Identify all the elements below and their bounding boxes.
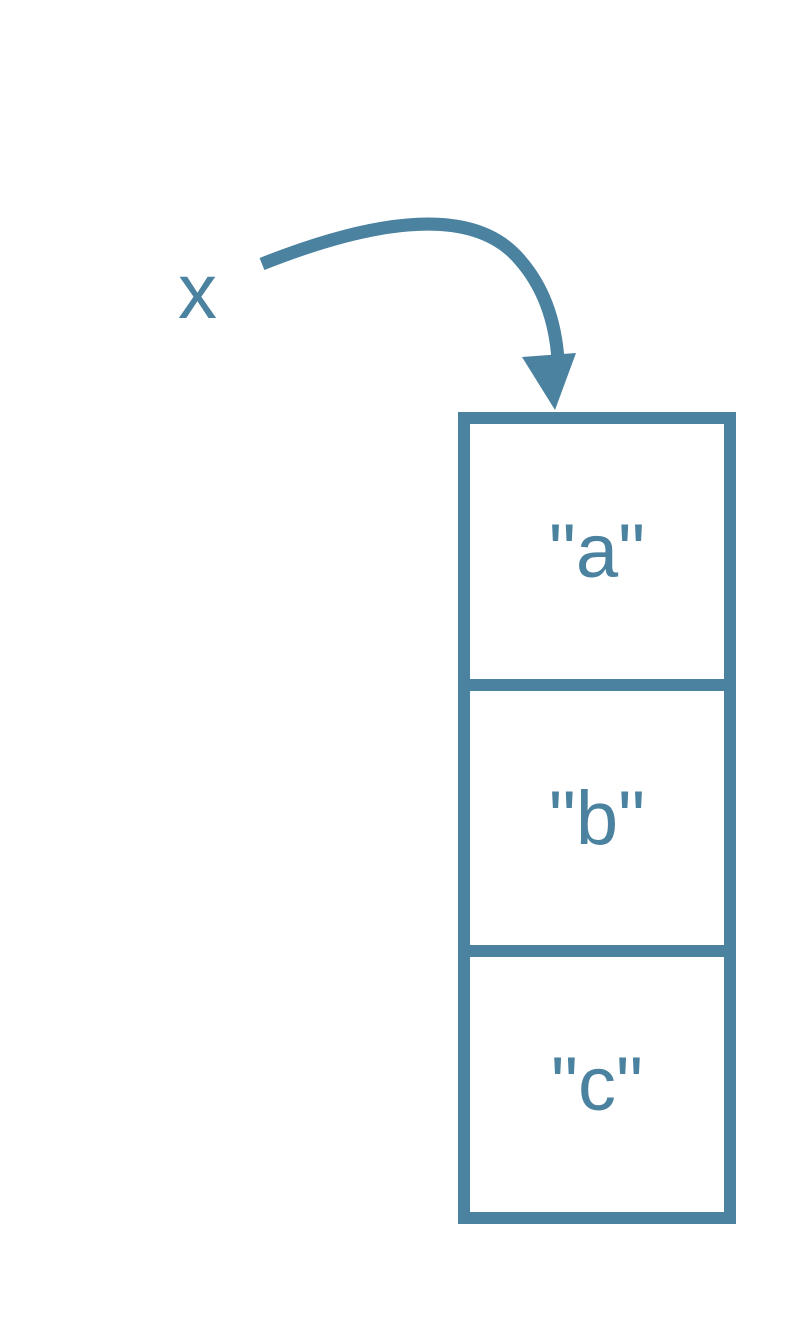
list-cell: "b" bbox=[470, 678, 724, 946]
list-cell-label: "b" bbox=[548, 775, 646, 861]
list-object: "a" "b" "c" bbox=[458, 412, 736, 1224]
list-cell: "c" bbox=[470, 945, 724, 1212]
arrow-shaft bbox=[259, 217, 565, 361]
arrow-head-icon bbox=[522, 353, 576, 410]
list-cell-label: "c" bbox=[551, 1042, 643, 1128]
variable-label: x bbox=[178, 247, 217, 335]
list-cell-label: "a" bbox=[548, 508, 646, 594]
list-cell: "a" bbox=[470, 424, 724, 679]
